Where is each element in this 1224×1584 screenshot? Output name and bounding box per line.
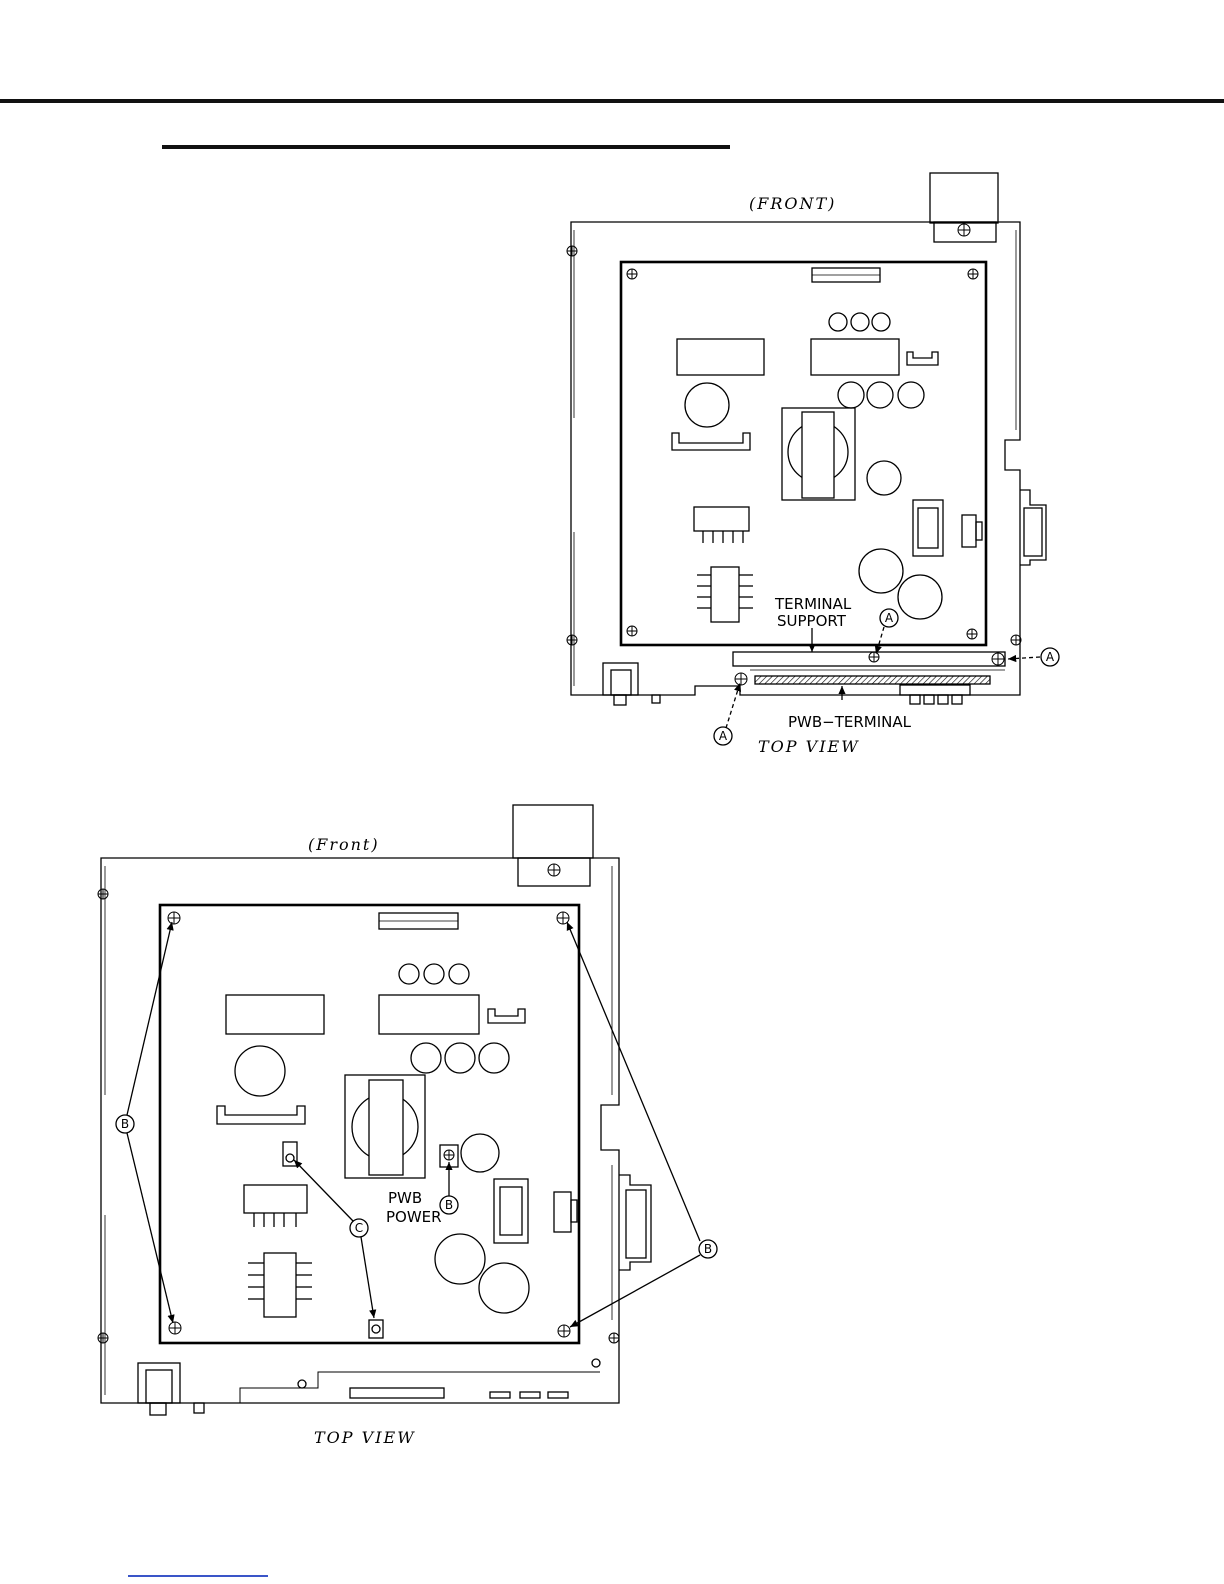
fig2-callout-b-2: B <box>445 1198 453 1212</box>
fig1-pwb-terminal-label: PWB−TERMINAL <box>788 713 912 731</box>
front-bracket <box>513 805 593 858</box>
fig2-callout-c: C <box>355 1221 363 1235</box>
footer-link-underline[interactable] <box>128 1575 268 1577</box>
figure-1-top-view <box>567 173 1059 745</box>
pwb-terminal <box>755 676 990 684</box>
fig2-pwb-power-line1: PWB <box>388 1189 422 1207</box>
fig1-callout-a-3: A <box>719 729 728 743</box>
chassis-outline <box>101 858 619 1403</box>
fig1-terminal-support-line2: SUPPORT <box>777 612 847 630</box>
fig1-view-label: TOP VIEW <box>758 737 860 756</box>
screws <box>98 864 619 1343</box>
fig1-terminal-support-line1: TERMINAL <box>774 595 852 613</box>
fig1-callout-a-1: A <box>885 611 894 625</box>
front-bracket <box>930 173 998 223</box>
fig2-pwb-power-line2: POWER <box>386 1208 442 1226</box>
fig2-view-label: TOP VIEW <box>314 1428 416 1447</box>
fig1-callout-a-2: A <box>1046 650 1055 664</box>
figure-2-top-view <box>98 805 717 1415</box>
fig1-front-label: (FRONT) <box>749 194 836 213</box>
fig2-callout-b-3: B <box>704 1242 712 1256</box>
fig2-callout-b-1: B <box>121 1117 129 1131</box>
fig2-front-label: (Front) <box>308 835 380 854</box>
